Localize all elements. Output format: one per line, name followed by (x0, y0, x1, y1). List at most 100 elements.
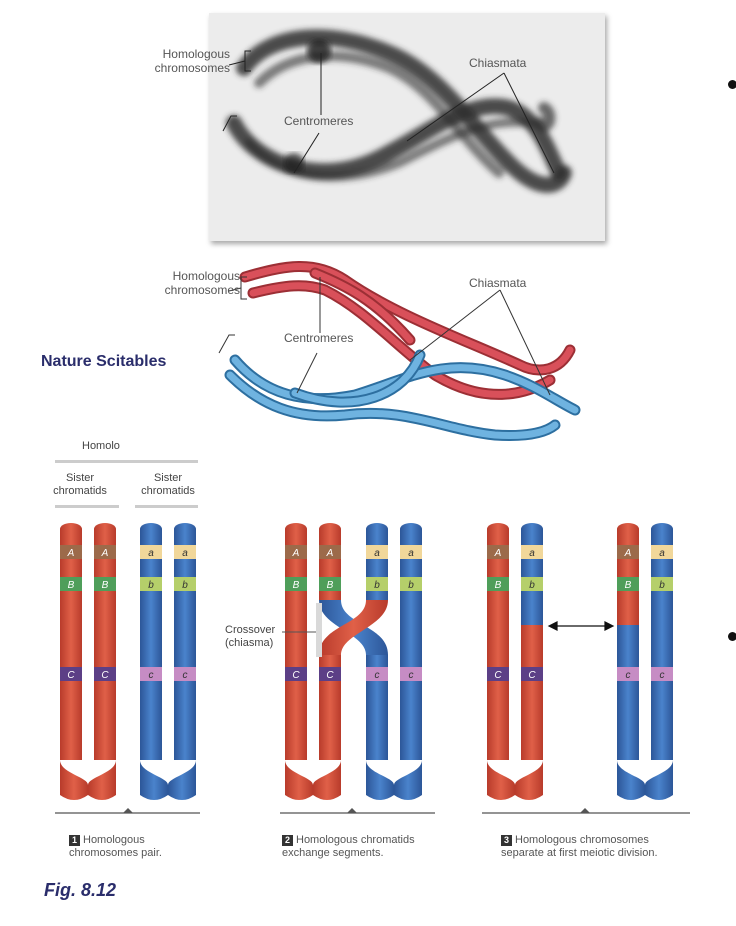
chromatid-red-cap (60, 523, 82, 535)
chromatid-red-segment (487, 529, 509, 760)
gene-band-a (521, 545, 543, 559)
chromatid-base (487, 760, 515, 800)
chromatid-blue-cap (140, 523, 162, 535)
chromatid-red-segment (285, 529, 307, 760)
chromatid-base (168, 760, 196, 800)
chromatid-blue-cap (651, 523, 673, 535)
chromatid-base (285, 760, 313, 800)
chromatid-base (394, 760, 422, 800)
gene-label-C: C (292, 670, 300, 681)
gene-band-B (285, 577, 307, 591)
chromatid-blue-segment (651, 529, 673, 760)
gene-label-c: c (660, 670, 665, 681)
chromatid-red-segment (319, 655, 341, 760)
chromatid-blue-cap (366, 523, 388, 535)
step-1-number: 1 (69, 835, 80, 846)
gene-band-B (94, 577, 116, 591)
gene-label-a: a (148, 548, 154, 559)
gene-label-A: A (326, 548, 334, 559)
gene-label-a: a (529, 548, 535, 559)
chromatid-recombinant-segment (521, 625, 543, 760)
gene-label-C: C (67, 670, 75, 681)
sister-bracket-left (55, 505, 119, 508)
bullet-point (728, 632, 736, 641)
gene-band-b (651, 577, 673, 591)
figure-caption: Fig. 8.12 (44, 880, 117, 900)
step-3-text: Homologous chromosomes separate at first… (501, 834, 658, 859)
micrograph-chromosomes (222, 29, 572, 193)
drawing-chiasmata-label: Chiasmata (469, 276, 527, 290)
gene-band-c (366, 667, 388, 681)
chromatid-red-cap (285, 523, 307, 535)
chromatid-blue-cap (400, 523, 422, 535)
chromatid-base (88, 760, 116, 800)
gene-band-A (60, 545, 82, 559)
gene-band-a (400, 545, 422, 559)
crossover-bracket (316, 603, 322, 657)
chromatid-red-segment (60, 529, 82, 760)
gene-band-C (285, 667, 307, 681)
chromatid-base (645, 760, 673, 800)
chromatid-red-cap (487, 523, 509, 535)
chromatid-base (515, 760, 543, 800)
gene-band-a (174, 545, 196, 559)
gene-label-b: b (529, 580, 535, 591)
gene-band-a (651, 545, 673, 559)
gene-label-B: B (68, 580, 75, 591)
micrograph-panel (209, 13, 605, 241)
gene-label-b: b (182, 580, 188, 591)
sister-chromatids-left-label: Sister chromatids (53, 472, 107, 497)
gene-band-c (651, 667, 673, 681)
photo-chiasmata-label: Chiasmata (469, 56, 527, 70)
gene-band-B (617, 577, 639, 591)
chromatid-blue-segment (174, 529, 196, 760)
chromatid-red-cap (94, 523, 116, 535)
drawn-chromosomes (218, 261, 581, 441)
gene-label-B: B (625, 580, 632, 591)
gene-band-b (140, 577, 162, 591)
chromatid-red-segment (94, 529, 116, 760)
gene-label-A: A (292, 548, 300, 559)
gene-band-C (319, 667, 341, 681)
step-2-number: 2 (282, 835, 293, 846)
gene-band-b (400, 577, 422, 591)
gene-label-A: A (494, 548, 502, 559)
gene-label-B: B (102, 580, 109, 591)
chromatid-recombinant-segment (617, 625, 639, 760)
gene-label-a: a (182, 548, 188, 559)
chromatid-blue-segment (366, 655, 388, 760)
gene-band-a (140, 545, 162, 559)
gene-label-A: A (67, 548, 75, 559)
gene-label-c: c (183, 670, 188, 681)
chromatid-base (313, 760, 341, 800)
gene-label-a: a (374, 548, 380, 559)
gene-band-b (366, 577, 388, 591)
chromatid-red-cap (319, 523, 341, 535)
crossover-red (319, 600, 388, 655)
chromatid-blue-segment (400, 529, 422, 760)
gene-label-B: B (327, 580, 334, 591)
sister-chromatids-right-label: Sister chromatids (141, 472, 195, 497)
gene-label-A: A (101, 548, 109, 559)
gene-band-A (285, 545, 307, 559)
gene-label-b: b (374, 580, 380, 591)
gene-label-c: c (409, 670, 414, 681)
gene-label-c: c (149, 670, 154, 681)
step-1-text: Homologous chromosomes pair. (69, 834, 162, 859)
gene-label-b: b (659, 580, 665, 591)
photo-homologous-label: Homologous chromosomes (154, 47, 230, 75)
chromatid-base (60, 760, 88, 800)
gene-label-A: A (624, 548, 632, 559)
gene-label-b: b (148, 580, 154, 591)
gene-label-c: c (626, 670, 631, 681)
homolo-bracket (55, 460, 198, 463)
sister-bracket-right (135, 505, 198, 508)
gene-band-c (617, 667, 639, 681)
gene-band-A (319, 545, 341, 559)
chromatid-blue-segment (140, 529, 162, 760)
chromatid-recombinant-cap (617, 523, 639, 535)
gene-label-C: C (494, 670, 502, 681)
chromatid-blue-cap (174, 523, 196, 535)
chromatid-recombinant-cap (521, 523, 543, 535)
